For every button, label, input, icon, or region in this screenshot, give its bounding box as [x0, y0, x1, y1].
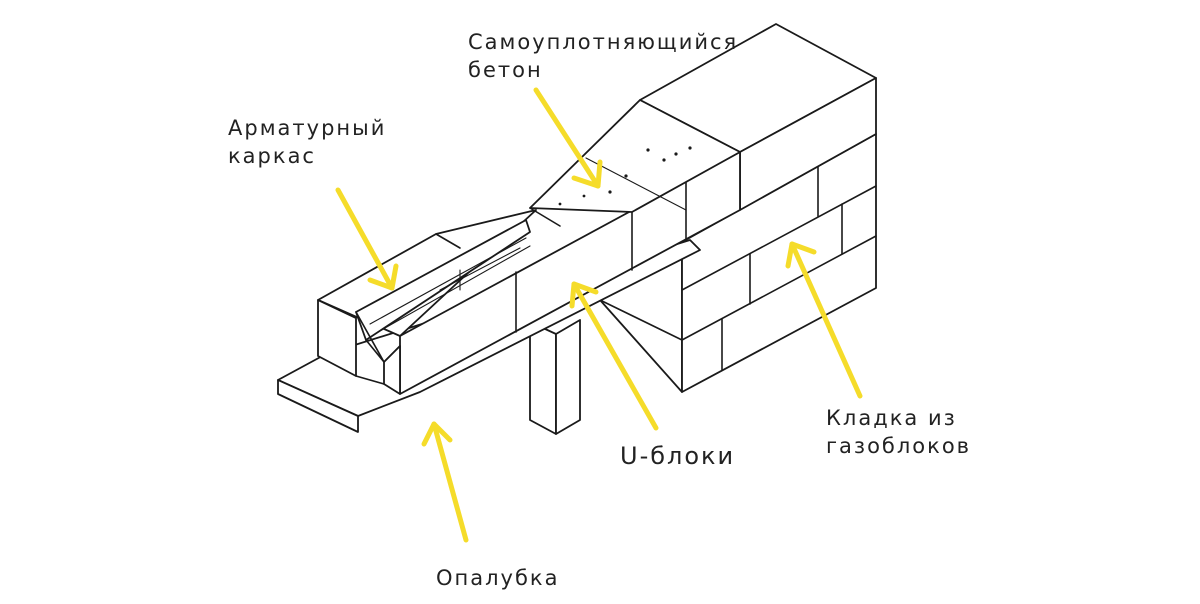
u-channel-inner — [355, 219, 531, 341]
label-ublocks-text: U-блоки — [620, 442, 736, 470]
post-front — [529, 321, 557, 435]
label-rebar-line1: Арматурный — [228, 116, 387, 140]
label-u-blocks: U-блоки — [620, 442, 735, 470]
post-side — [555, 319, 581, 435]
label-rebar-line2: каркас — [228, 144, 316, 168]
arrows — [335, 87, 863, 543]
label-formwork-text: Опалубка — [436, 566, 560, 590]
label-concrete-line1: Самоуплотняющийся — [468, 30, 739, 54]
label-concrete: Самоуплотняющийся бетон — [468, 28, 738, 84]
label-masonry-line1: Кладка из — [826, 406, 957, 430]
arrow-concrete — [533, 87, 603, 189]
formwork-edge — [277, 379, 359, 433]
label-concrete-line2: бетон — [468, 58, 543, 82]
u-block-beam — [317, 23, 877, 395]
arrow-masonry — [785, 241, 863, 399]
label-rebar-cage: Арматурный каркас — [228, 114, 386, 170]
arrow-rebar — [335, 187, 399, 291]
arrow-formwork — [421, 421, 469, 543]
label-masonry-line2: газоблоков — [826, 434, 972, 458]
concrete-fill — [529, 99, 741, 213]
arrow-ublocks — [569, 281, 659, 431]
u-block-front-right — [383, 345, 401, 395]
label-formwork: Опалубка — [436, 564, 559, 592]
support-post — [529, 319, 581, 435]
label-masonry: Кладка из газоблоков — [826, 404, 971, 460]
